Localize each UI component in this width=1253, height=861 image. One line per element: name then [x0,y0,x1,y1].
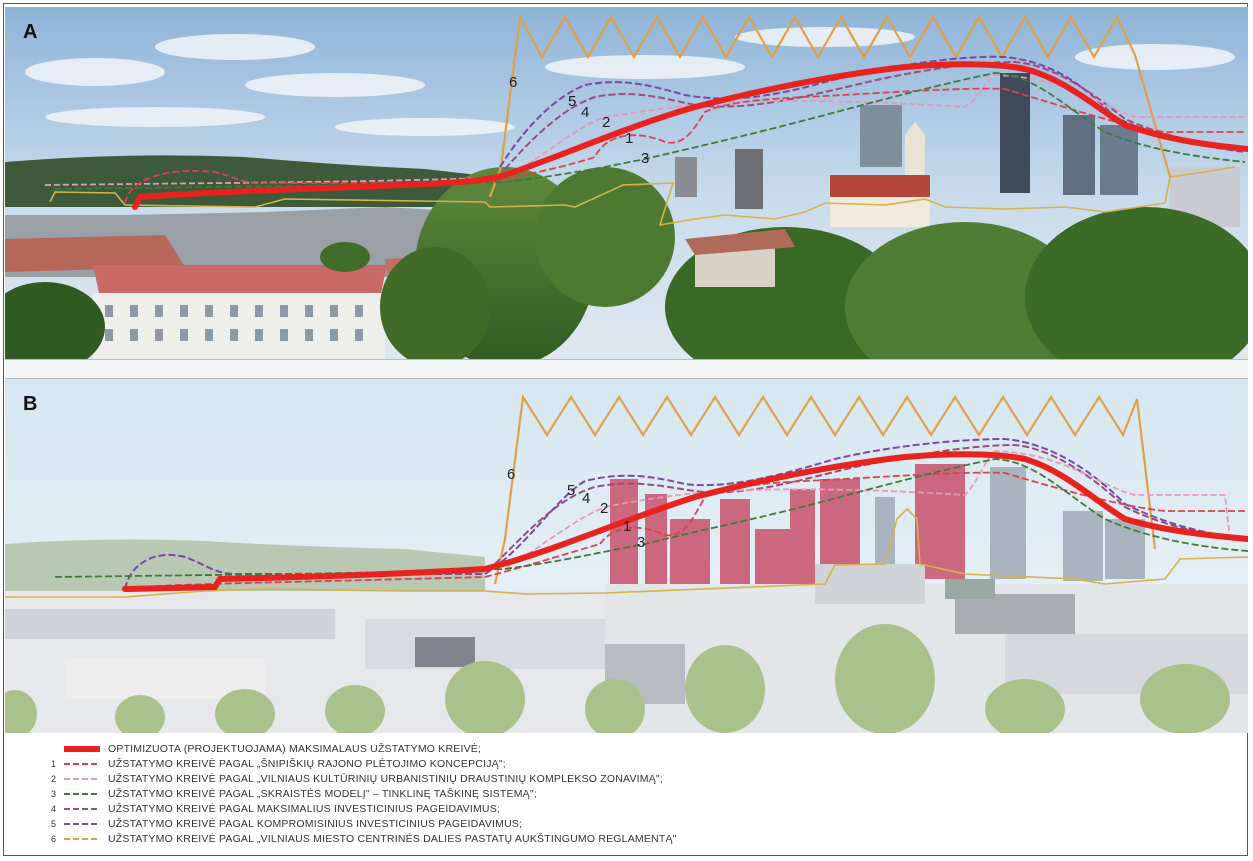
curve-6-a [488,13,1172,198]
curve-3-b [54,458,1248,578]
curve-label-3-a: 3 [641,150,649,167]
legend-num: 3 [50,789,56,799]
curve-label-3-b: 3 [637,534,645,551]
panel-a-photo: 6 5 4 2 1 3 A [5,7,1248,359]
legend-text: UŽSTATYMO KREIVĖ PAGAL „VILNIAUS MIESTO … [108,833,677,845]
curve-4-a [504,60,1246,170]
curve-2-b [504,450,1231,570]
legend-item-optimized: OPTIMIZUOTA (PROJEKTUOJAMA) MAKSIMALAUS … [40,742,1220,756]
curve-label-2-b: 2 [600,500,608,517]
curve-label-4-b: 4 [582,490,590,507]
curve-label-5-b: 5 [567,482,575,499]
trees [5,167,1248,359]
optimized-curve-a [132,61,1248,210]
white-building [93,265,387,359]
panel-b-canvas: 6 5 4 2 1 3 [5,379,1248,733]
legend-text: OPTIMIZUOTA (PROJEKTUOJAMA) MAKSIMALAUS … [108,743,482,755]
panel-a-canvas: 6 5 4 2 1 3 [5,7,1248,359]
legend-text: UŽSTATYMO KREIVĖ PAGAL „ŠNIPIŠKIŲ RAJONO… [108,758,506,770]
building-outline-b [5,507,1248,598]
legend-text: UŽSTATYMO KREIVĖ PAGAL „SKRAISTĖS MODELĮ… [108,788,537,800]
legend-swatch-3 [64,793,100,795]
curve-label-2-a: 2 [602,114,610,131]
curve-label-6-a: 6 [509,74,517,91]
legend-swatch-optimized [64,746,100,752]
optimized-curve-b [122,451,1248,592]
curve-6-b [493,393,1157,585]
curves-a [44,13,1248,210]
legend-item-1: 1 UŽSTATYMO KREIVĖ PAGAL „ŠNIPIŠKIŲ RAJO… [40,757,1220,771]
curve-label-6-b: 6 [507,466,515,483]
curve-2-a [44,74,1245,186]
legend-text: UŽSTATYMO KREIVĖ PAGAL „VILNIAUS KULTŪRI… [108,773,663,785]
legend-swatch-2 [64,778,100,780]
panel-label-b: B [23,393,38,415]
roof-left [5,235,185,272]
curve-4-b [494,443,1248,565]
curve-3-a [54,72,1246,190]
far-hill [5,155,495,207]
trees-b [5,624,1230,733]
legend-item-4: 4 UŽSTATYMO KREIVĖ PAGAL MAKSIMALIUS INV… [40,802,1220,816]
curve-label-4-a: 4 [581,104,589,121]
panel-divider [5,359,1248,379]
legend-swatch-4 [64,808,100,810]
legend-item-5: 5 UŽSTATYMO KREIVĖ PAGAL KOMPROMISINIUS … [40,817,1220,831]
curve-1-a [124,87,1245,204]
curve-label-1-a: 1 [625,130,633,147]
curve-label-5-a: 5 [568,93,576,110]
panel-b-model: 6 5 4 2 1 3 B [5,379,1248,733]
curves-b [54,393,1248,592]
building-outline-a [49,166,1236,227]
legend-num: 2 [50,774,56,784]
legend-num: 1 [50,759,56,769]
legend-item-3: 3 UŽSTATYMO KREIVĖ PAGAL „SKRAISTĖS MODE… [40,787,1220,801]
legend-swatch-5 [64,823,100,825]
legend: OPTIMIZUOTA (PROJEKTUOJAMA) MAKSIMALAUS … [40,742,1220,854]
legend-num: 5 [50,819,56,829]
legend-text: UŽSTATYMO KREIVĖ PAGAL MAKSIMALIUS INVES… [108,803,501,815]
legend-num: 4 [50,804,56,814]
legend-num: 6 [50,834,56,844]
clouds [25,27,1235,136]
legend-swatch-1 [64,763,100,765]
legend-swatch-6 [64,838,100,840]
curve-label-1-b: 1 [623,518,631,535]
legend-item-2: 2 UŽSTATYMO KREIVĖ PAGAL „VILNIAUS KULTŪ… [40,772,1220,786]
legend-item-6: 6 UŽSTATYMO KREIVĖ PAGAL „VILNIAUS MIEST… [40,832,1220,846]
legend-text: UŽSTATYMO KREIVĖ PAGAL KOMPROMISINIUS IN… [108,818,523,830]
panel-label-a: A [23,21,38,43]
curve-1-b [124,471,1248,590]
skyline [675,73,1240,227]
